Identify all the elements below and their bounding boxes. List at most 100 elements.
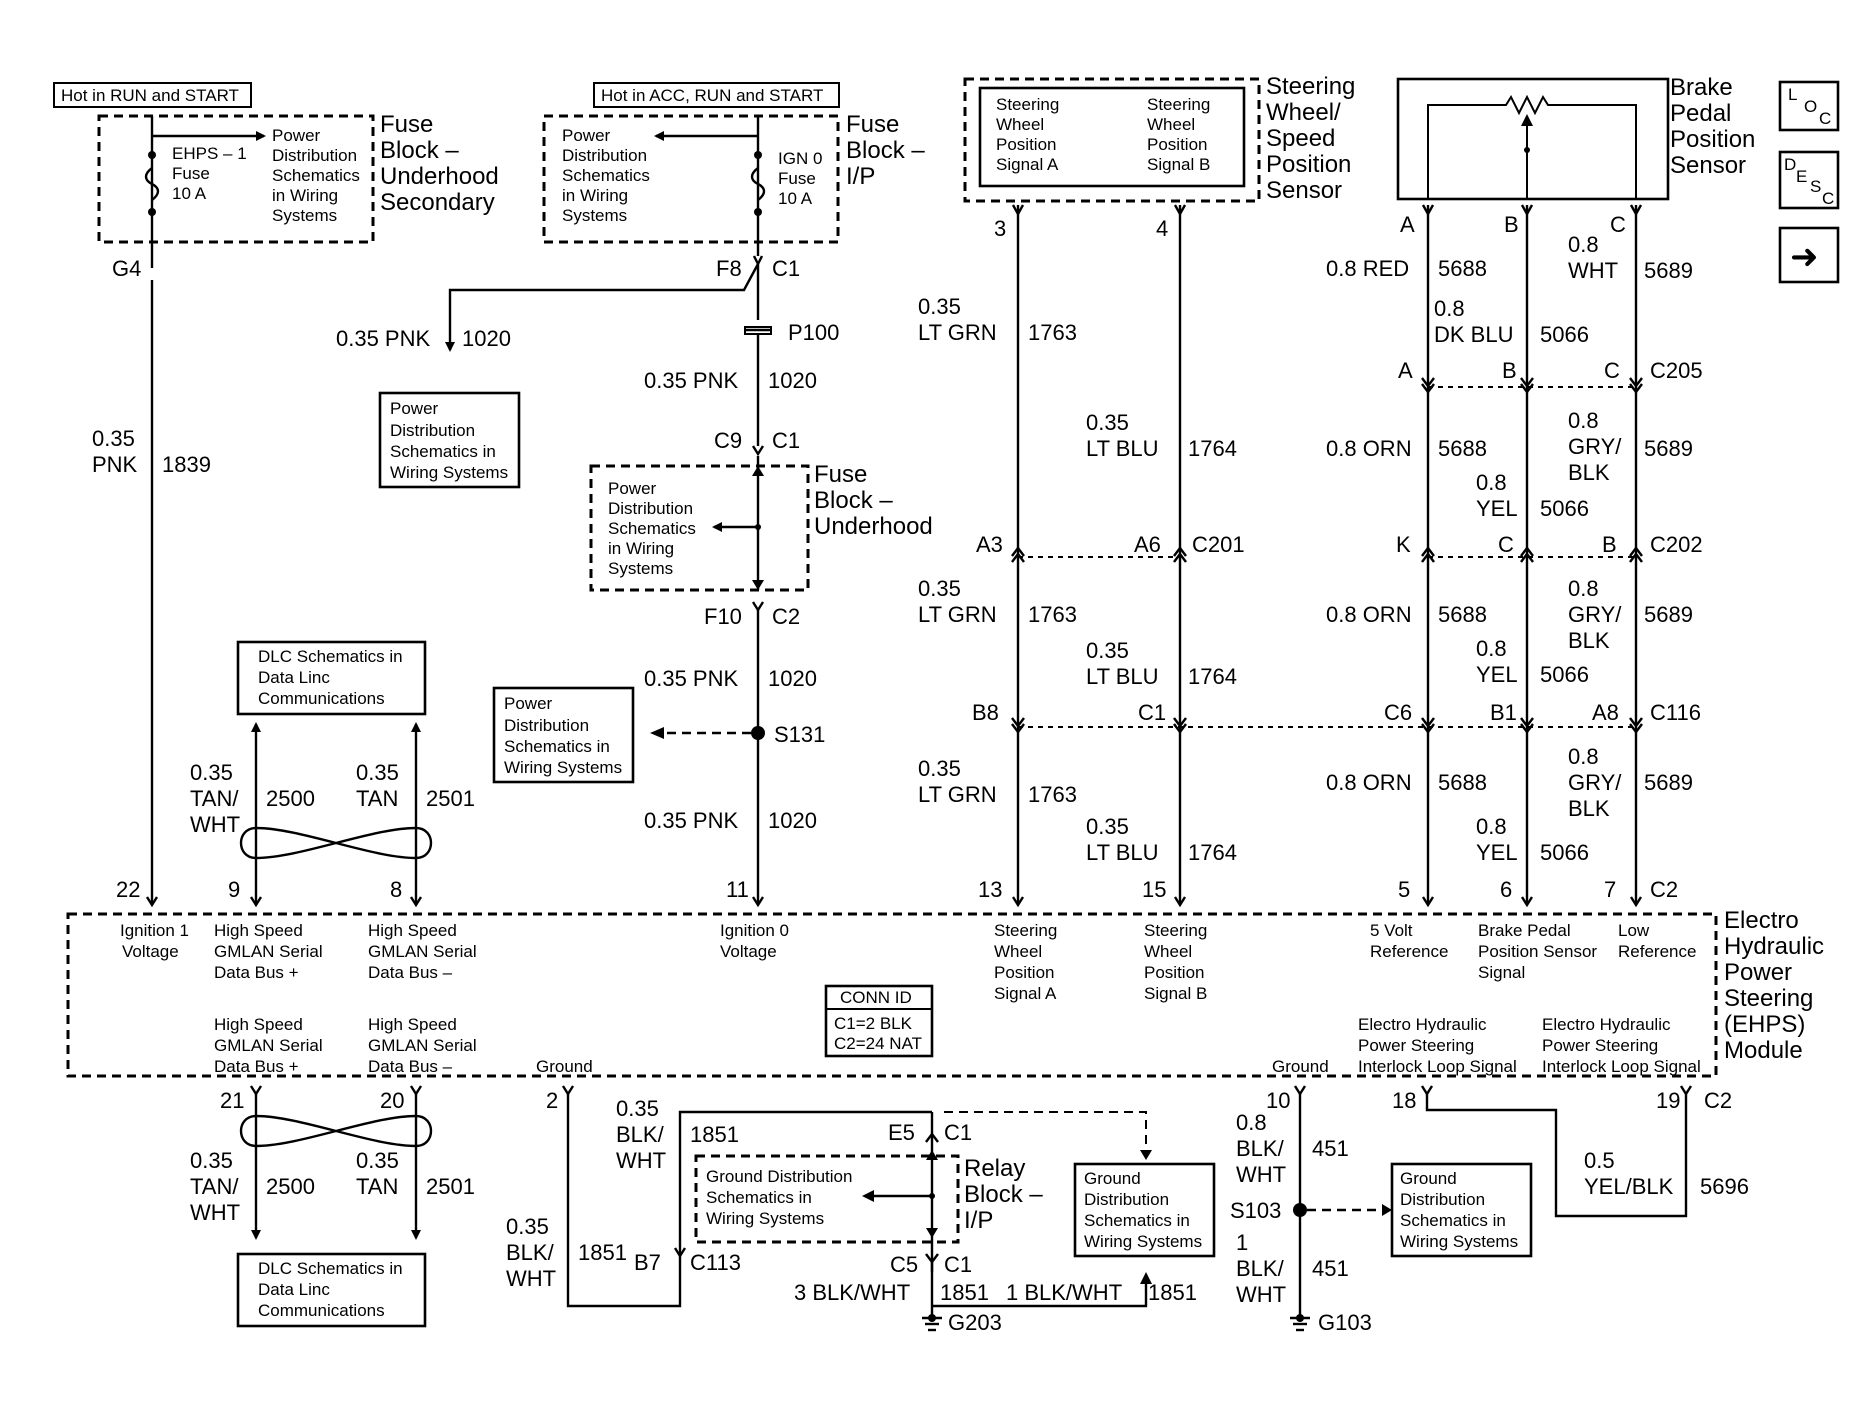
mod-hsp-l3: Data Bus + [214,963,299,982]
svg-text:Wiring Systems: Wiring Systems [1400,1232,1518,1251]
mod-hsp-l2: GMLAN Serial [214,942,323,961]
w-5689-c-gauge: 0.8 [1568,576,1599,601]
pin-11: 11 [726,877,749,902]
mod-il2-l1: Electro Hydraulic [1542,1015,1671,1034]
w-1763-a-circuit: 1763 [1028,320,1077,345]
w-1851-b-color1: BLK/ [616,1122,665,1147]
w-1764-c-color: LT BLU [1086,840,1159,865]
conn-c1-e5: C1 [944,1120,972,1145]
steering-sensor-box [978,86,1246,188]
svg-text:Communications: Communications [258,1301,385,1320]
svg-text:Distribution: Distribution [390,421,475,440]
pd-c-line5: Systems [608,559,673,578]
ss-title3: Speed [1266,125,1335,152]
w-1851-b-color2: WHT [616,1148,666,1173]
w-5689-d-gauge: 0.8 [1568,744,1599,769]
w-2500-gauge-top: 0.35 [190,760,233,785]
conn-c201: C201 [1192,532,1245,557]
ss-title1: Steering [1266,73,1355,100]
relay-title1: Relay [964,1155,1025,1182]
pin-22: 22 [116,877,140,902]
ss-b-l1: Steering [1147,95,1210,114]
conn-c202: C202 [1650,532,1703,557]
pin-c5: C5 [890,1252,918,1277]
mod-ign0-l2: Voltage [720,942,777,961]
mod-il2-l3: Interlock Loop Signal [1542,1057,1701,1076]
fuse-ip-title2: Block – [846,137,925,164]
power-dist-ref-2 [492,686,635,784]
mod-ssa-l3: Position [994,963,1054,982]
pin-b1: B1 [1490,700,1517,725]
svg-text:C1=2 BLK: C1=2 BLK [834,1014,913,1033]
svg-text:DLC Schematics in: DLC Schematics in [258,1259,403,1278]
pin-4: 4 [1156,216,1168,241]
svg-text:Wiring Systems: Wiring Systems [390,463,508,482]
mod-5v-l2: Reference [1370,942,1448,961]
pd-c-line4: in Wiring [608,539,674,558]
pin-a3: A3 [976,532,1003,557]
conn-c2-bottom: C2 [1704,1088,1732,1113]
w-5689-a-color: WHT [1568,258,1618,283]
w-g203-b-label: 1 BLK/WHT [1006,1280,1122,1305]
w-1763-c-circuit: 1763 [1028,782,1077,807]
pd-a-line2: Distribution [272,146,357,165]
pin-10: 10 [1266,1088,1290,1113]
w-451-b-color2: WHT [1236,1282,1286,1307]
relay-title2: Block – [964,1181,1043,1208]
mod-ssb-l3: Position [1144,963,1204,982]
conn-c1-c5: C1 [944,1252,972,1277]
w-451-b-gauge: 1 [1236,1230,1248,1255]
w-2500-gauge-bot: 0.35 [190,1148,233,1173]
mod-title3: Power [1724,959,1792,986]
w-5689-a-circuit: 5689 [1644,258,1693,283]
ehps-fuse-line3: 10 A [172,184,207,203]
pin-2: 2 [546,1088,558,1113]
hot-run-start-box [53,82,252,108]
ground-dist-ref-1 [1073,1162,1216,1258]
w-g203-a-circuit: 1851 [940,1280,989,1305]
hot-run-start-label: Hot in RUN and START [61,86,239,105]
w-5066-c-gauge: 0.8 [1476,636,1507,661]
w-5066-c-circuit: 5066 [1540,662,1589,687]
w-5696-gauge: 0.5 [1584,1148,1615,1173]
svg-text:Schematics in: Schematics in [390,442,496,461]
svg-text:S: S [1810,177,1821,196]
w-5688-c-label: 0.8 ORN [1326,602,1412,627]
next-arrow-icon[interactable]: ➜ [1778,226,1840,284]
ss-b-l2: Wheel [1147,115,1195,134]
relay-title3: I/P [964,1207,993,1234]
w-5688-b-circuit: 5688 [1438,436,1487,461]
w-1764-c-gauge: 0.35 [1086,814,1129,839]
pin-9: 9 [228,877,240,902]
w-1851-a-color1: BLK/ [506,1240,555,1265]
pin-3: 3 [994,216,1006,241]
conn-c205: C205 [1650,358,1703,383]
pin-13: 13 [978,877,1002,902]
w-5688-d-label: 0.8 ORN [1326,770,1412,795]
loc-icon[interactable]: L O C [1778,80,1840,132]
w-1020-d-circuit: 1020 [768,808,817,833]
w-451-a-color2: WHT [1236,1162,1286,1187]
pd-c-line3: Schematics [608,519,696,538]
desc-icon[interactable]: D E S C [1778,150,1840,210]
w-5689-b-circuit: 5689 [1644,436,1693,461]
fuse-uh-title2: Block – [814,487,893,514]
conn-c1-c9: C1 [772,428,800,453]
ign0-fuse-line3: 10 A [778,189,813,208]
w-1839-color: PNK [92,452,138,477]
w-5689-c-color2: BLK [1568,628,1610,653]
splice-s131: S131 [774,722,825,747]
svg-text:D: D [1784,155,1796,174]
mod-ssa-l4: Signal A [994,984,1057,1003]
ehps-module [66,912,1718,1078]
conn-c1-f8: C1 [772,256,800,281]
mod-ssb-l2: Wheel [1144,942,1192,961]
steering-sensor-dashed [963,77,1261,203]
w-1020-d-label: 0.35 PNK [644,808,738,833]
pin-g4: G4 [112,256,141,281]
w-451-a-gauge: 0.8 [1236,1110,1267,1135]
w-1764-a-gauge: 0.35 [1086,410,1129,435]
w-1020-c-circuit: 1020 [768,666,817,691]
splice-s103: S103 [1230,1198,1281,1223]
